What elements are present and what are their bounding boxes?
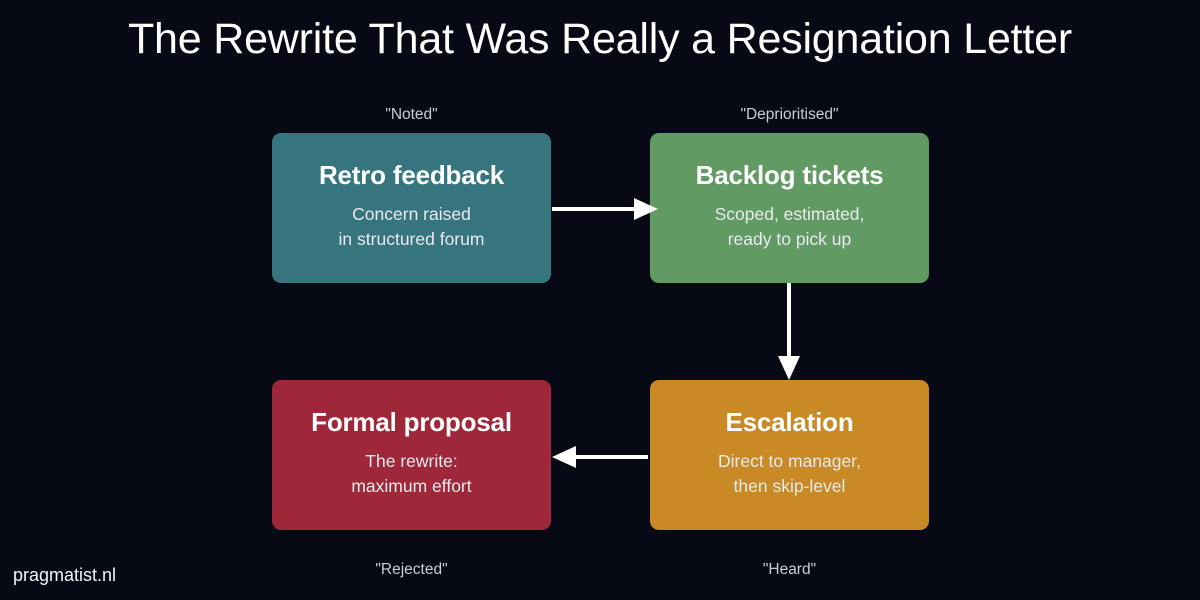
node-title: Formal proposal [311, 407, 512, 437]
node-subtitle: Concern raised in structured forum [338, 204, 485, 249]
node-title: Retro feedback [318, 160, 505, 190]
node-retro-feedback[interactable]: Retro feedback Concern raised in structu… [272, 133, 551, 283]
node-title: Backlog tickets [695, 160, 884, 190]
node-subtitle: Scoped, estimated, ready to pick up [714, 204, 865, 249]
node-caption-escalation: "Heard" [762, 561, 817, 578]
node-formal-proposal[interactable]: Formal proposal The rewrite: maximum eff… [272, 380, 551, 530]
node-escalation[interactable]: Escalation Direct to manager, then skip-… [650, 380, 929, 530]
node-caption-proposal: "Rejected" [375, 561, 448, 578]
node-caption-backlog: "Deprioritised" [740, 106, 839, 123]
node-caption-retro: "Noted" [385, 106, 438, 123]
arrow-backlog-to-escalation [778, 283, 800, 380]
node-subtitle: The rewrite: maximum effort [351, 451, 472, 496]
node-subtitle: Direct to manager, then skip-level [718, 451, 861, 496]
node-backlog-tickets[interactable]: Backlog tickets Scoped, estimated, ready… [650, 133, 929, 283]
page-title: The Rewrite That Was Really a Resignatio… [127, 15, 1072, 63]
site-watermark: pragmatist.nl [13, 565, 117, 585]
node-title: Escalation [725, 407, 854, 437]
arrow-retro-to-backlog [552, 198, 658, 220]
arrow-escalation-to-proposal [552, 446, 648, 468]
